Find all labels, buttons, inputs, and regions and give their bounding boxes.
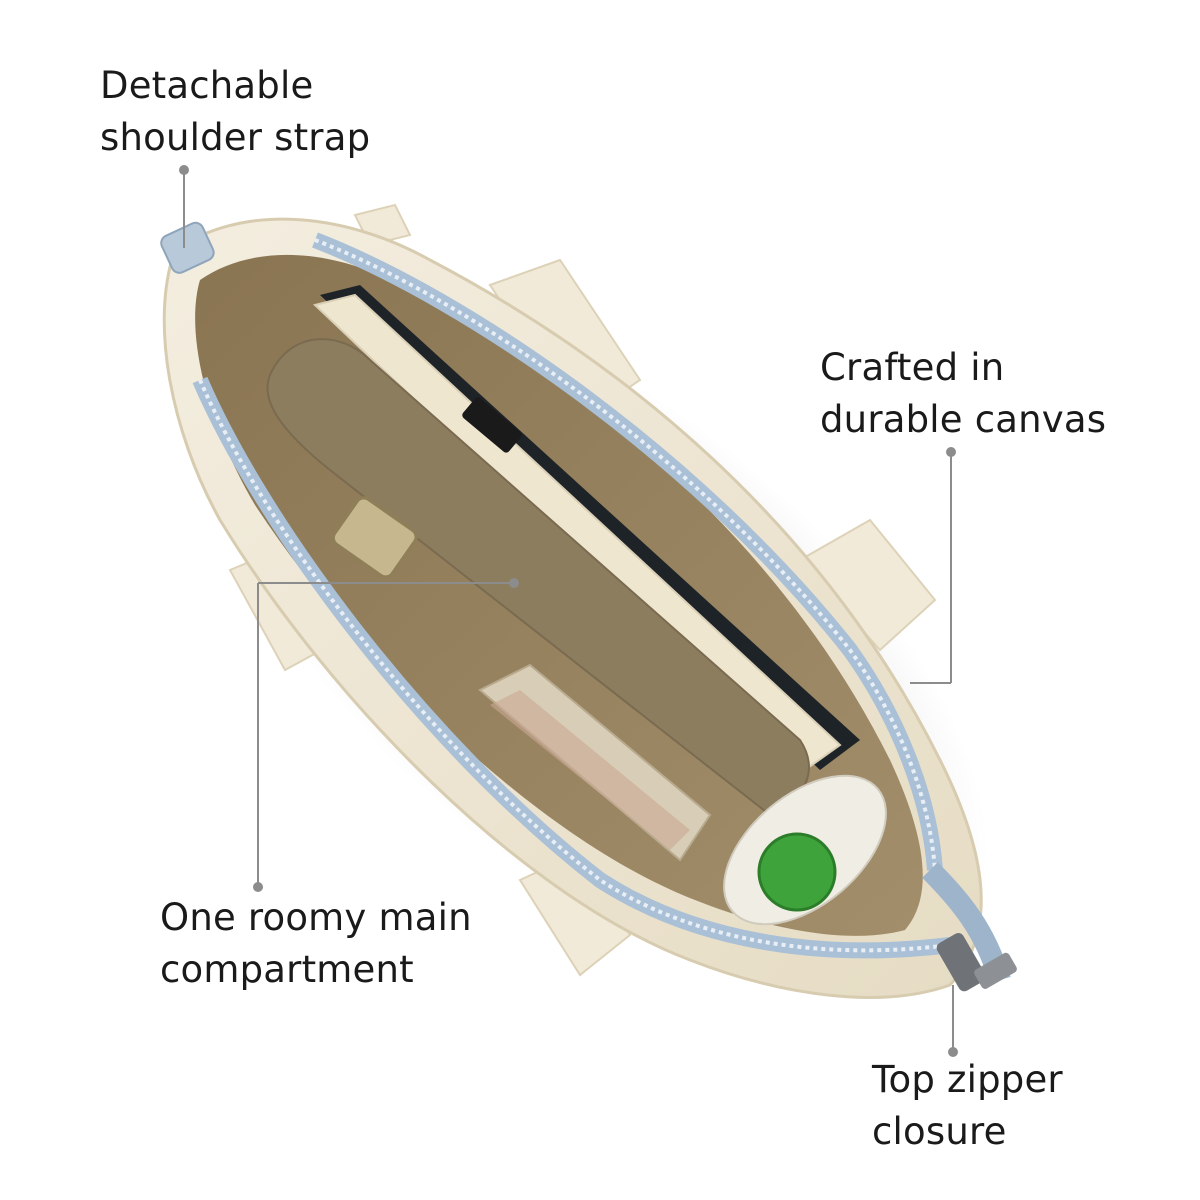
callout-durable-canvas: Crafted in durable canvas xyxy=(820,342,1106,446)
callout-zipper-closure: Top zipper closure xyxy=(872,1054,1063,1158)
callout-canvas-line2: durable canvas xyxy=(820,398,1107,441)
umbrella-case xyxy=(266,338,810,817)
callout-zipper-line1: Top zipper xyxy=(872,1058,1063,1101)
callout-shoulder-strap: Detachable shoulder strap xyxy=(100,60,370,164)
buckle xyxy=(331,496,418,579)
leader-line-strap xyxy=(179,165,189,248)
callout-strap-line1: Detachable xyxy=(100,64,314,107)
wallet xyxy=(478,663,712,862)
callout-zipper-line2: closure xyxy=(872,1110,1007,1153)
bottle xyxy=(723,774,887,926)
zipper-pull-icon xyxy=(936,933,1017,992)
notebook xyxy=(312,285,860,772)
callout-main-line1: One roomy main xyxy=(160,896,472,939)
callout-main-line2: compartment xyxy=(160,948,414,991)
callout-strap-line2: shoulder strap xyxy=(100,116,371,159)
leader-line-canvas xyxy=(910,447,956,684)
leader-line-main xyxy=(253,578,519,892)
strap-clip-icon xyxy=(160,221,215,274)
callout-main-compartment: One roomy main compartment xyxy=(160,892,472,996)
callout-canvas-line1: Crafted in xyxy=(820,346,1005,389)
zipper xyxy=(192,232,1011,984)
leader-line-zipper xyxy=(948,985,958,1057)
